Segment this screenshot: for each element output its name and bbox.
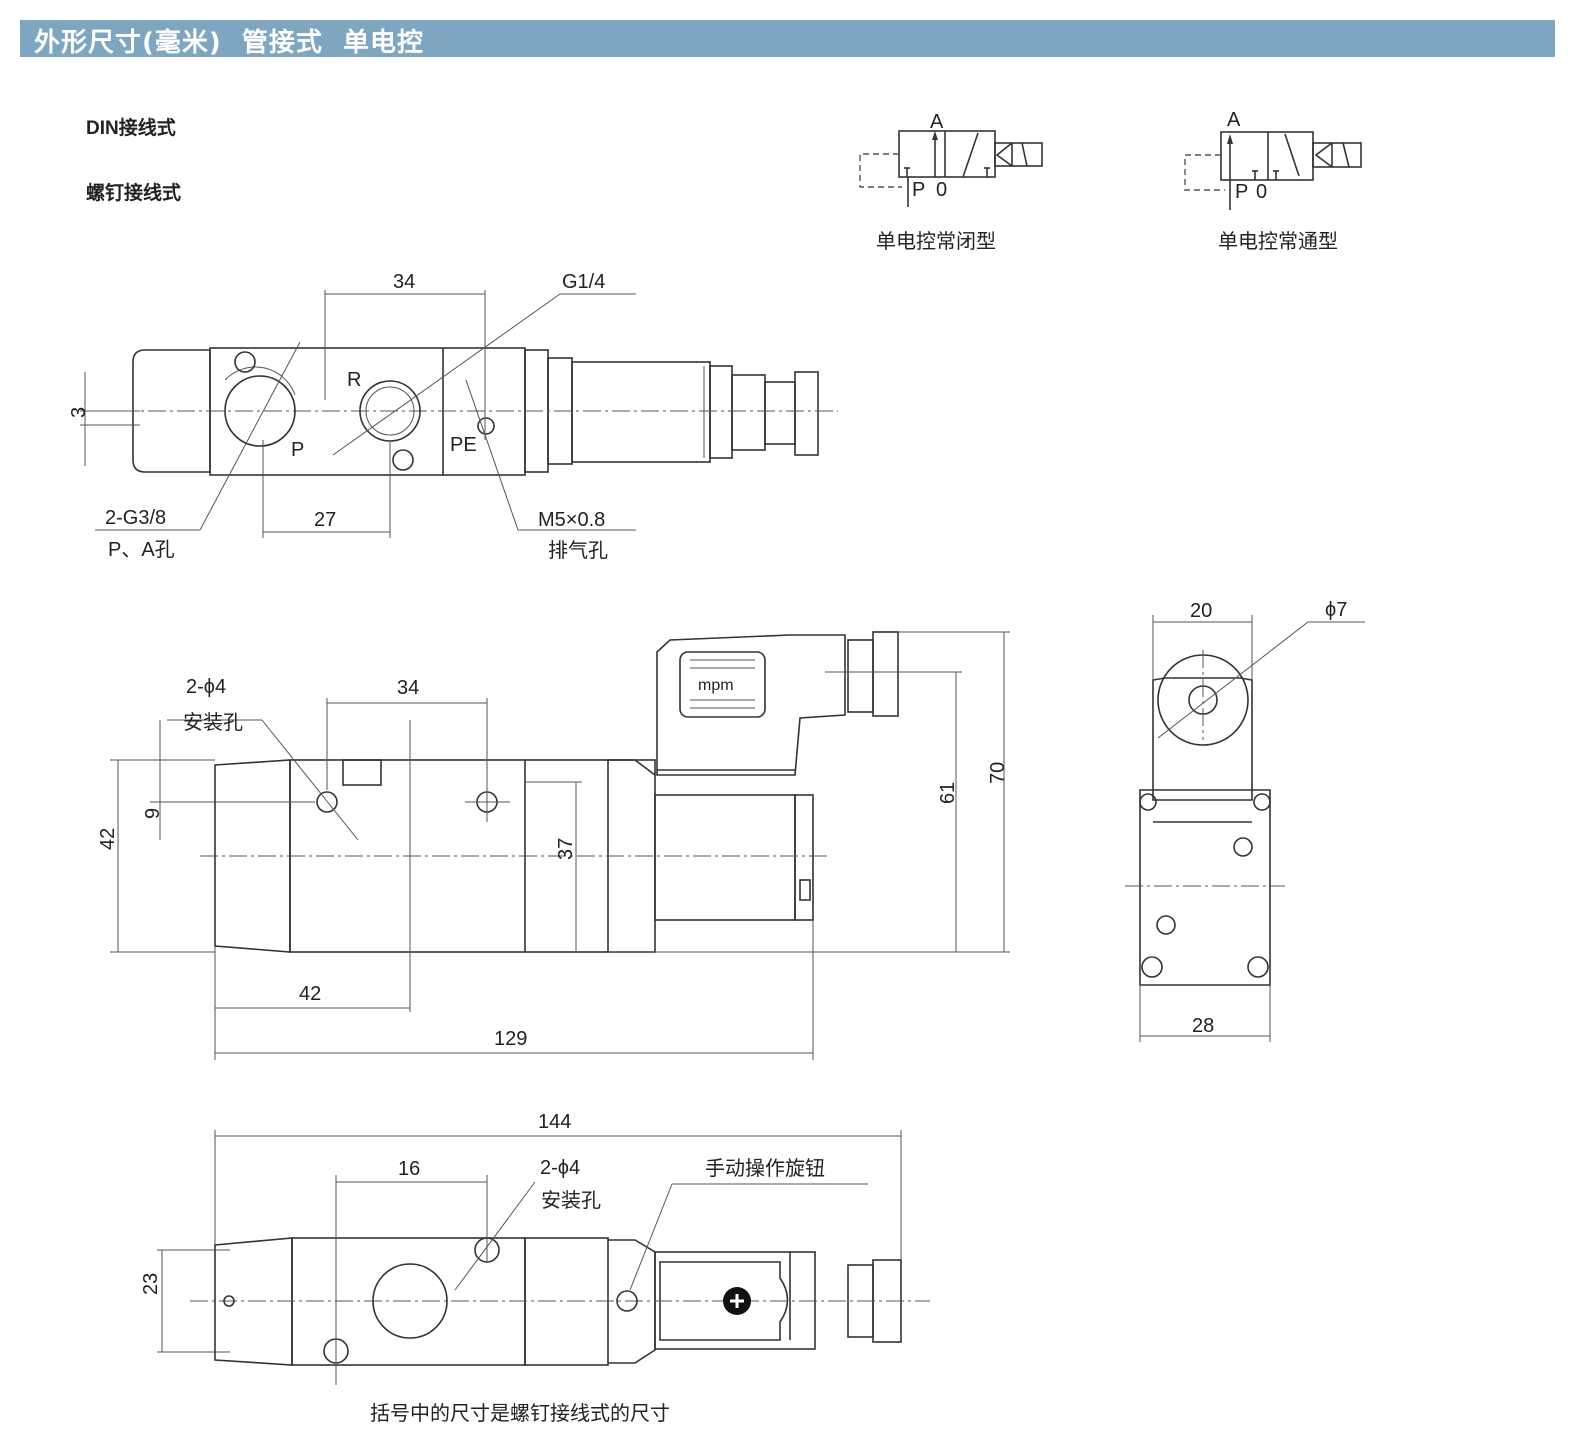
dim-42: 42 [299, 983, 321, 1005]
port-a: A [1227, 109, 1241, 131]
dim-20: 20 [1190, 600, 1212, 622]
port-a: A [930, 111, 944, 133]
dim-phi7: ϕ7 [1325, 599, 1347, 621]
section-title: 外形尺寸(毫米) 管接式 单电控 [34, 28, 424, 58]
dim-42-height: 42 [97, 828, 119, 850]
hole-note: 安装孔 [541, 1189, 601, 1212]
dim-34: 34 [393, 271, 415, 293]
thread-g14: G1/4 [562, 271, 605, 293]
port-o: 0 [1256, 181, 1267, 203]
knob-label: 手动操作旋钮 [705, 1157, 825, 1180]
hole-label: 2-ϕ4 [186, 676, 226, 698]
front-view: mpm 2-ϕ4 安装孔 34 9 42 37 61 70 42 129 [97, 631, 1010, 1060]
port-pe: PE [450, 434, 477, 456]
symbol-normally-closed: A P 0 单电控常闭型 [859, 111, 1043, 253]
exhaust-note: 排气孔 [548, 539, 608, 562]
legend-din: DIN接线式 [86, 116, 176, 139]
dim-9: 9 [142, 808, 164, 819]
top-view: 34 G1/4 3 R P PE 2-G3/8 P、A孔 27 M5×0.8 排… [68, 271, 838, 562]
legend-screw: 螺钉接线式 [86, 181, 181, 204]
bottom-view: 144 16 2-ϕ4 安装孔 手动操作旋钮 23 [140, 1111, 930, 1385]
dim-144: 144 [538, 1111, 571, 1133]
port-r: R [347, 369, 361, 391]
symbol-caption: 单电控常闭型 [876, 230, 996, 253]
hole-note: 安装孔 [183, 711, 243, 734]
end-view: 20 ϕ7 28 [1125, 599, 1365, 1042]
dim-61: 61 [937, 782, 959, 804]
dim-34: 34 [397, 677, 419, 699]
dim-70: 70 [987, 762, 1009, 784]
footnote: 括号中的尺寸是螺钉接线式的尺寸 [370, 1402, 670, 1425]
exhaust-thread: M5×0.8 [538, 509, 605, 531]
port-p: P [1235, 181, 1248, 203]
port-o: 0 [936, 179, 947, 201]
hole-label: 2-ϕ4 [540, 1157, 580, 1179]
dim-28: 28 [1192, 1015, 1214, 1037]
port-p: P [291, 439, 304, 461]
port-p: P [912, 179, 925, 201]
port-thread: 2-G3/8 [105, 507, 166, 529]
dim-129: 129 [494, 1028, 527, 1050]
dim-23: 23 [140, 1273, 162, 1295]
port-note: P、A孔 [108, 538, 175, 561]
dim-3: 3 [68, 407, 90, 418]
dim-37: 37 [555, 838, 577, 860]
symbol-normally-open: A P 0 单电控常通型 [1184, 109, 1362, 253]
section-header: 外形尺寸(毫米) 管接式 单电控 [20, 20, 1555, 58]
dim-27: 27 [314, 509, 336, 531]
symbol-caption: 单电控常通型 [1218, 230, 1338, 253]
dim-16: 16 [398, 1158, 420, 1180]
brand-logo: mpm [698, 677, 734, 694]
